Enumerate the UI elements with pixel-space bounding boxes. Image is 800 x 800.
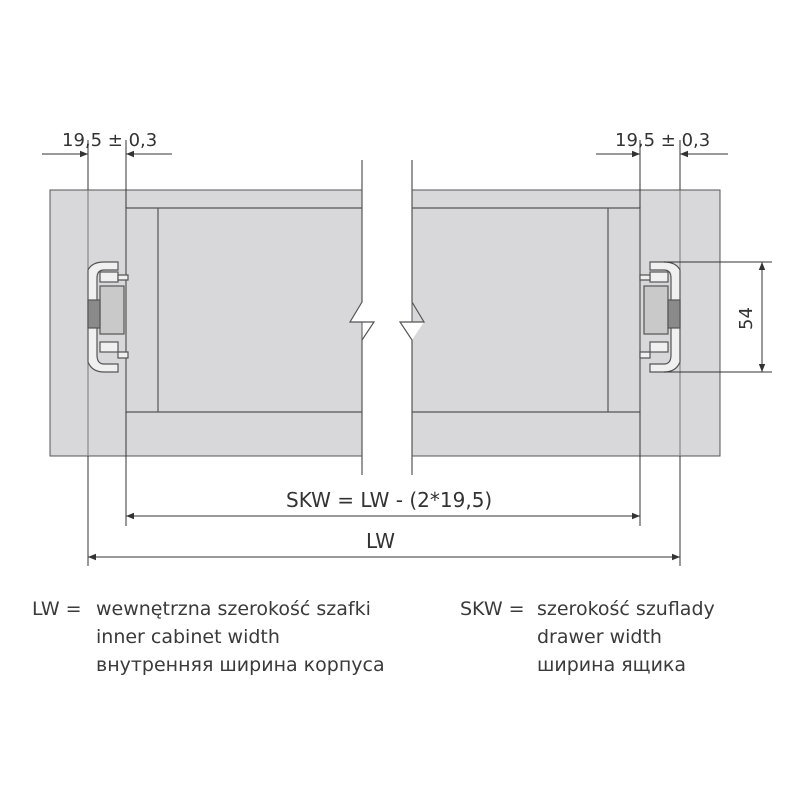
cabinet-width-label: LW <box>366 529 395 553</box>
legend-skw-line-1: szerokość szuflady <box>537 598 715 620</box>
right-rail-profile <box>639 261 681 373</box>
dimension-rail-height: 54 <box>664 261 772 373</box>
break-gap <box>348 160 426 475</box>
drawer-box <box>125 207 641 413</box>
legend-skw-line-3: ширина ящика <box>537 654 686 676</box>
dimension-right-offset: 19,5 ± 0,3 <box>596 130 728 208</box>
left-offset-label: 19,5 ± 0,3 <box>62 130 157 151</box>
rail-height-label: 54 <box>736 307 757 330</box>
legend-lw-line-2: inner cabinet width <box>96 626 280 648</box>
dimension-left-offset: 19,5 ± 0,3 <box>42 130 172 208</box>
legend-lw-line-3: внутренняя ширина корпуса <box>96 654 385 676</box>
legend-skw: SKW = szerokość szuflady drawer width ши… <box>460 598 715 676</box>
dimension-cabinet-width: LW <box>87 456 681 566</box>
legend-lw-key: LW = <box>32 598 82 620</box>
right-offset-label: 19,5 ± 0,3 <box>615 130 710 151</box>
drawer-width-formula: SKW = LW - (2*19,5) <box>286 488 492 512</box>
legend-skw-line-2: drawer width <box>537 626 662 648</box>
legend-lw-line-1: wewnętrzna szerokość szafki <box>96 598 371 620</box>
legend-skw-key: SKW = <box>460 598 525 620</box>
left-rail-profile <box>87 261 129 373</box>
legend-lw: LW = wewnętrzna szerokość szafki inner c… <box>32 598 385 676</box>
dimension-drawer-width: SKW = LW - (2*19,5) <box>125 412 641 526</box>
